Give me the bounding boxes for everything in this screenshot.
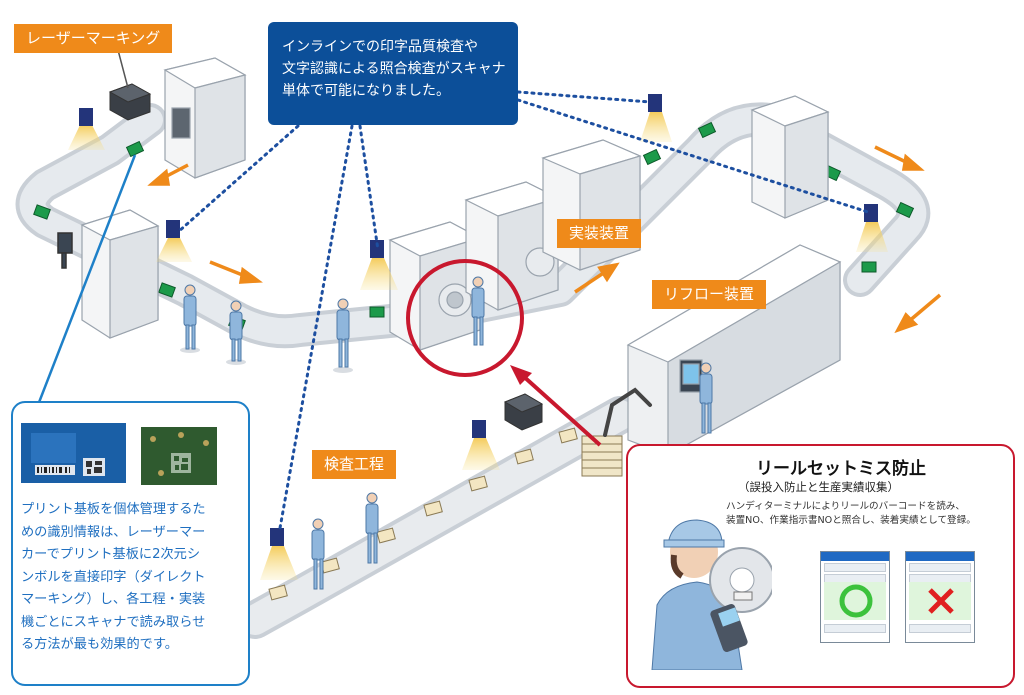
reel-stack	[581, 435, 623, 477]
pointer-left	[36, 154, 137, 406]
machine-right-unit	[750, 95, 830, 219]
operator-with-handheld-illustration	[651, 519, 772, 670]
reflow-machine	[626, 244, 842, 457]
terminal-screen-ng	[905, 551, 975, 643]
text-line: ハンディターミナルによりリールのバーコードを読み、	[726, 501, 965, 512]
label-laser-marking: レーザーマーキング	[14, 24, 173, 53]
text-line: マーキング）し、各工程・実装	[21, 592, 206, 607]
callout-line: 文字認識による照合検査がスキャナ	[282, 61, 506, 77]
ng-cross-icon	[928, 588, 954, 614]
terminal-screen-ok	[820, 551, 890, 643]
text-line: めの識別情報は、レーザーマー	[21, 524, 206, 540]
pointer-red	[520, 373, 602, 447]
machine-mounter-3	[541, 139, 642, 271]
label-mounting-machine: 実装装置	[557, 219, 642, 248]
box-title: リールセットミス防止	[756, 459, 926, 479]
text-line: 装置NO、作業指示書NOと照合し、装着実績として登録。	[726, 515, 976, 526]
dotted-links	[176, 90, 870, 530]
highlight-circle	[406, 259, 524, 377]
ok-circle-icon	[839, 584, 873, 618]
laser-marker-head	[108, 83, 152, 121]
flow-arrows	[147, 145, 942, 334]
robot-arm	[603, 387, 652, 437]
label-inspection-process: 検査工程	[312, 450, 397, 479]
box-description: ハンディターミナルによりリールのバーコードを読み、 装置NO、作業指示書NOと照…	[726, 500, 1011, 528]
reel-set-error-prevention-box: リールセットミス防止 （誤投入防止と生産実績収集） ハンディターミナルによりリー…	[626, 444, 1015, 688]
label-reflow-machine: リフロー装置	[652, 280, 767, 309]
direct-marking-text: プリント基板を個体管理するた めの識別情報は、レーザーマー カーでプリント基板に…	[21, 499, 247, 657]
scanners	[68, 94, 888, 580]
inspection-camera-head	[503, 393, 544, 431]
callout-line: インラインでの印字品質検査や	[282, 39, 478, 55]
text-line: プリント基板を個体管理するた	[21, 502, 206, 517]
text-line: 機ごとにスキャナで読み取らせ	[21, 614, 206, 630]
callout-inline-inspection: インラインでの印字品質検査や 文字認識による照合検査がスキャナ 単体で可能になり…	[268, 22, 518, 125]
machine-laser-unit	[163, 57, 247, 179]
text-line: る方法が最も効果的です。	[21, 637, 178, 652]
box-subtitle: （誤投入防止と生産実績収集）	[738, 480, 899, 494]
machine-mounter-2	[464, 181, 560, 311]
pointer-laser	[117, 49, 129, 89]
direct-marking-info-box: プリント基板を個体管理するた めの識別情報は、レーザーマー カーでプリント基板に…	[11, 401, 250, 686]
operators	[180, 276, 713, 590]
pointer-red-head	[510, 365, 532, 385]
machine-left-unit	[80, 209, 160, 339]
machine-mounter-1	[388, 221, 482, 351]
terminal-stand	[57, 232, 73, 269]
text-line: ンボルを直接印字（ダイレクト	[21, 569, 206, 585]
inspected-boards	[268, 427, 578, 601]
text-line: カーでプリント基板に2次元シ	[21, 547, 201, 562]
pcb-closeup-images	[21, 423, 217, 485]
callout-line: 単体で可能になりました。	[282, 83, 450, 99]
